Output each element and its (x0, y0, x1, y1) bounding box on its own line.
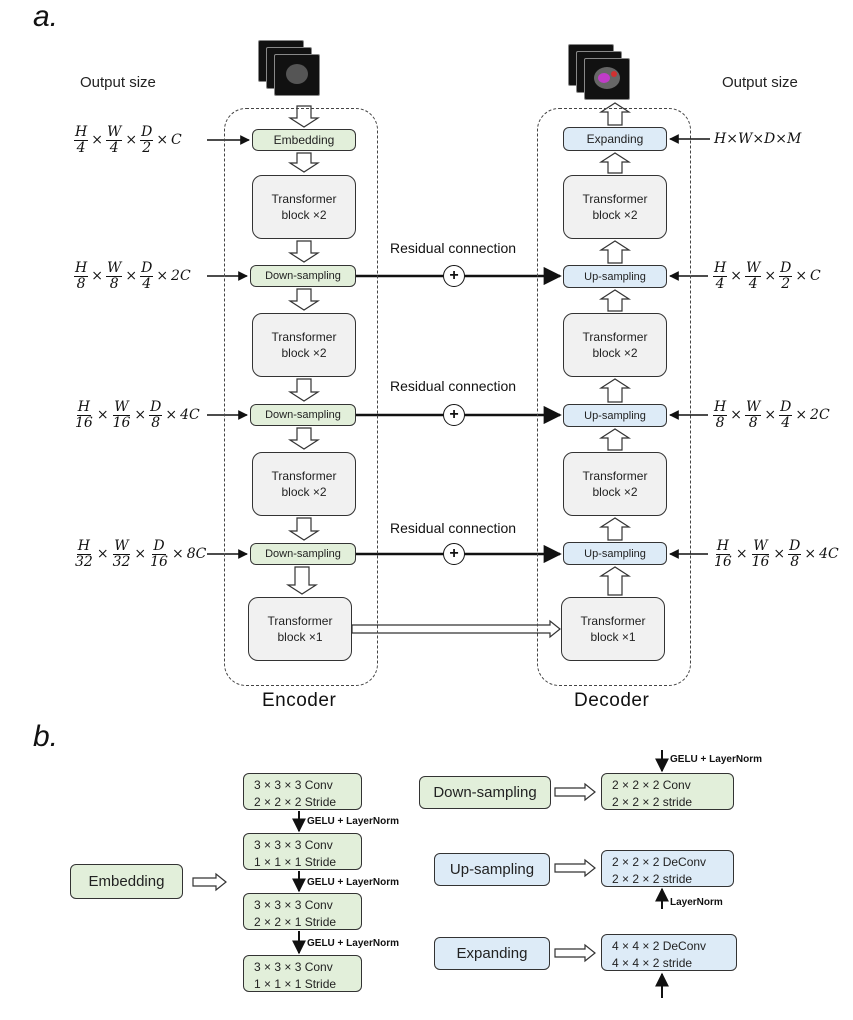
encoder-downsampling-2: Down-sampling (250, 404, 356, 426)
decoder-label: Decoder (574, 690, 650, 711)
output-segmentation-image-stack (568, 44, 630, 100)
hollow-arrow-block-to-expanding (598, 152, 632, 174)
embedding-activation-1: GELU + LayerNorm (307, 816, 399, 827)
residual-connection-label-1: Residual connection (390, 240, 517, 256)
encoder-label: Encoder (262, 690, 337, 711)
hollow-arrow-up1-to-block (598, 240, 632, 264)
encoder-embedding-box: Embedding (252, 129, 356, 151)
embedding-activation-2: GELU + LayerNorm (307, 877, 399, 888)
decoder-upsampling-2: Up-sampling (563, 404, 667, 427)
hollow-arrow-block1-to-down1 (287, 240, 321, 263)
hollow-arrow-down1-to-block2 (287, 288, 321, 311)
panel-b-upsampling-label: Up-sampling (434, 853, 550, 886)
hollow-arrow-down3-to-block4 (285, 566, 319, 595)
decoder-upsampling-1: Up-sampling (563, 265, 667, 288)
plus-node-2: + (443, 404, 465, 426)
hollow-arrow-down2-to-block3 (287, 427, 321, 450)
embedding-activation-3: GELU + LayerNorm (307, 938, 399, 949)
left-output-size-header: Output size (80, 74, 156, 91)
input-ct-image-stack (258, 40, 320, 96)
hollow-arrow-embedding-detail (192, 872, 227, 892)
plus-node-1: + (443, 265, 465, 287)
hollow-arrow-block2-to-down2 (287, 378, 321, 402)
panel-a-label: a. (33, 0, 59, 33)
encoder-downsampling-1: Down-sampling (250, 265, 356, 287)
panel-b-expanding-label: Expanding (434, 937, 550, 970)
hollow-arrows (192, 102, 632, 963)
hollow-arrow-up2-to-block2 (598, 378, 632, 403)
solid-arrows (207, 134, 710, 998)
panel-b-label: b. (33, 720, 59, 753)
downsampling-activation: GELU + LayerNorm (670, 754, 762, 765)
panel-b-downsampling-label: Down-sampling (419, 776, 551, 809)
decoder-upsampling-3: Up-sampling (563, 542, 667, 565)
right-output-size-header: Output size (722, 74, 798, 91)
upsampling-activation: LayerNorm (670, 897, 723, 908)
decoder-expanding-box: Expanding (563, 127, 667, 151)
hollow-arrow-up3-to-block3 (598, 517, 632, 541)
encoder-container (224, 108, 378, 686)
hollow-arrow-block3-to-up2 (598, 428, 632, 451)
hollow-arrow-block4-to-up3 (598, 566, 632, 596)
hollow-arrow-embedding-to-block1 (287, 152, 321, 173)
hollow-arrow-block2-to-up1 (598, 289, 632, 312)
decoder-container (537, 108, 691, 686)
hollow-arrow-block3-to-down3 (287, 517, 321, 541)
hollow-arrow-bottleneck (351, 619, 561, 639)
residual-connection-label-3: Residual connection (390, 520, 517, 536)
hollow-arrow-upsampling-detail (554, 858, 596, 878)
encoder-downsampling-3: Down-sampling (250, 543, 356, 565)
plus-node-3: + (443, 543, 465, 565)
panel-b-embedding-label: Embedding (70, 864, 183, 899)
hollow-arrow-expanding-detail (554, 943, 596, 963)
residual-connection-label-2: Residual connection (390, 378, 517, 394)
hollow-arrow-downsampling-detail (554, 782, 596, 802)
right-output-size-top: H×W×D×M (714, 131, 802, 147)
